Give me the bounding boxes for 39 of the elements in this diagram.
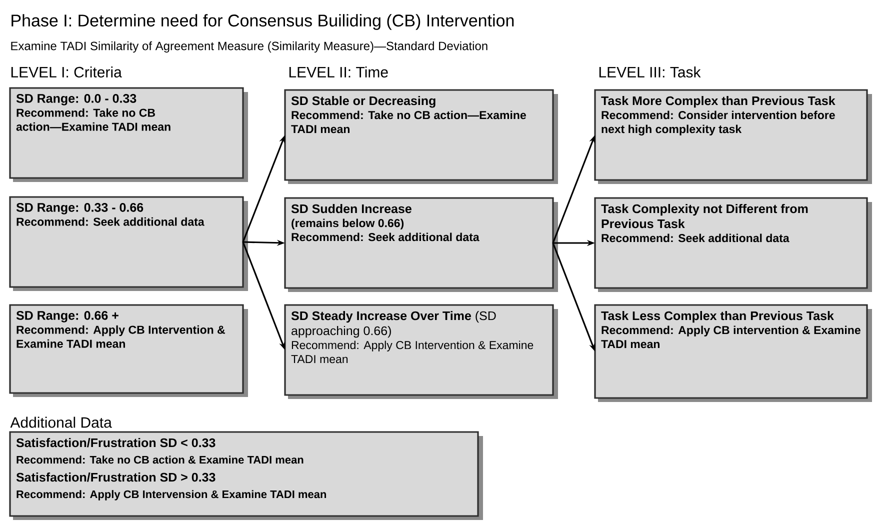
process-box xyxy=(9,87,248,182)
box-text: Recommend: Take no CB action—Examine TADI mean xyxy=(16,108,170,131)
condition-text: Satisfaction/Frustration SD > 0.33 xyxy=(16,472,216,482)
condition-text: Satisfaction/Frustration SD < 0.33 xyxy=(16,438,216,448)
process-box xyxy=(594,89,872,184)
column-heading: LEVEL II: Time xyxy=(289,66,388,78)
box-heading: SD Range: 0.0 - 0.33 xyxy=(16,94,136,106)
process-box xyxy=(594,304,872,402)
subtitle: Examine TADI Similarity of Agreement Measure (Similarity Measure)—Standard Deviation xyxy=(11,41,488,53)
box-text: Recommend: Seek additional data xyxy=(602,234,790,242)
box-heading: SD Sudden Increase xyxy=(291,204,412,214)
box-heading: Additional Data xyxy=(10,416,112,428)
title: Phase I: Determine need for Consensus Builiding (CB) Intervention xyxy=(12,14,514,30)
recommendation-text: Recommend: Take no CB action & Examine TADI mean xyxy=(16,456,304,464)
box-text: Recommend: Seek additional data xyxy=(16,217,204,226)
column-heading: LEVEL III: Task xyxy=(599,66,701,78)
box-heading: Task Complexity not Different from Previous Task xyxy=(601,204,808,228)
box-text: (remains below 0.66) xyxy=(292,218,404,230)
process-box xyxy=(284,89,558,184)
process-box xyxy=(284,304,558,399)
box-heading: SD Range: 0.33 - 0.66 xyxy=(16,203,144,214)
box-text: Recommend: Apply CB Intervention & Examine TADI mean xyxy=(291,340,534,364)
column-heading: LEVEL I: Criteria xyxy=(11,66,122,78)
box-text: Recommend: Consider intervention before next high complexity task xyxy=(602,110,835,136)
box-text: Recommend: Apply CB intervention & Examine TADI mean xyxy=(601,326,860,348)
box-heading: SD Stable or Decreasing xyxy=(291,96,436,108)
recommendation-text: Recommend: Apply CB Intervension & Examine TADI mean xyxy=(16,490,326,500)
box-text: Recommend: Apply CB Intervention & Examine TADI mean xyxy=(16,325,225,348)
box-heading: SD Range: 0.66 + xyxy=(16,311,118,322)
process-box xyxy=(9,196,248,291)
data-box xyxy=(9,431,483,520)
box-heading: Task Less Complex than Previous Task xyxy=(601,310,834,323)
process-box xyxy=(284,197,558,292)
box-text: Recommend: Take no CB action—Examine TADI mean xyxy=(291,110,526,134)
process-box xyxy=(9,304,248,397)
process-box xyxy=(594,197,872,292)
box-text: Recommend: Seek additional data xyxy=(292,232,480,242)
box-heading: SD Steady Increase Over Time (SD approaching 0.66) xyxy=(291,310,496,338)
box-heading: Task More Complex than Previous Task xyxy=(601,96,836,108)
